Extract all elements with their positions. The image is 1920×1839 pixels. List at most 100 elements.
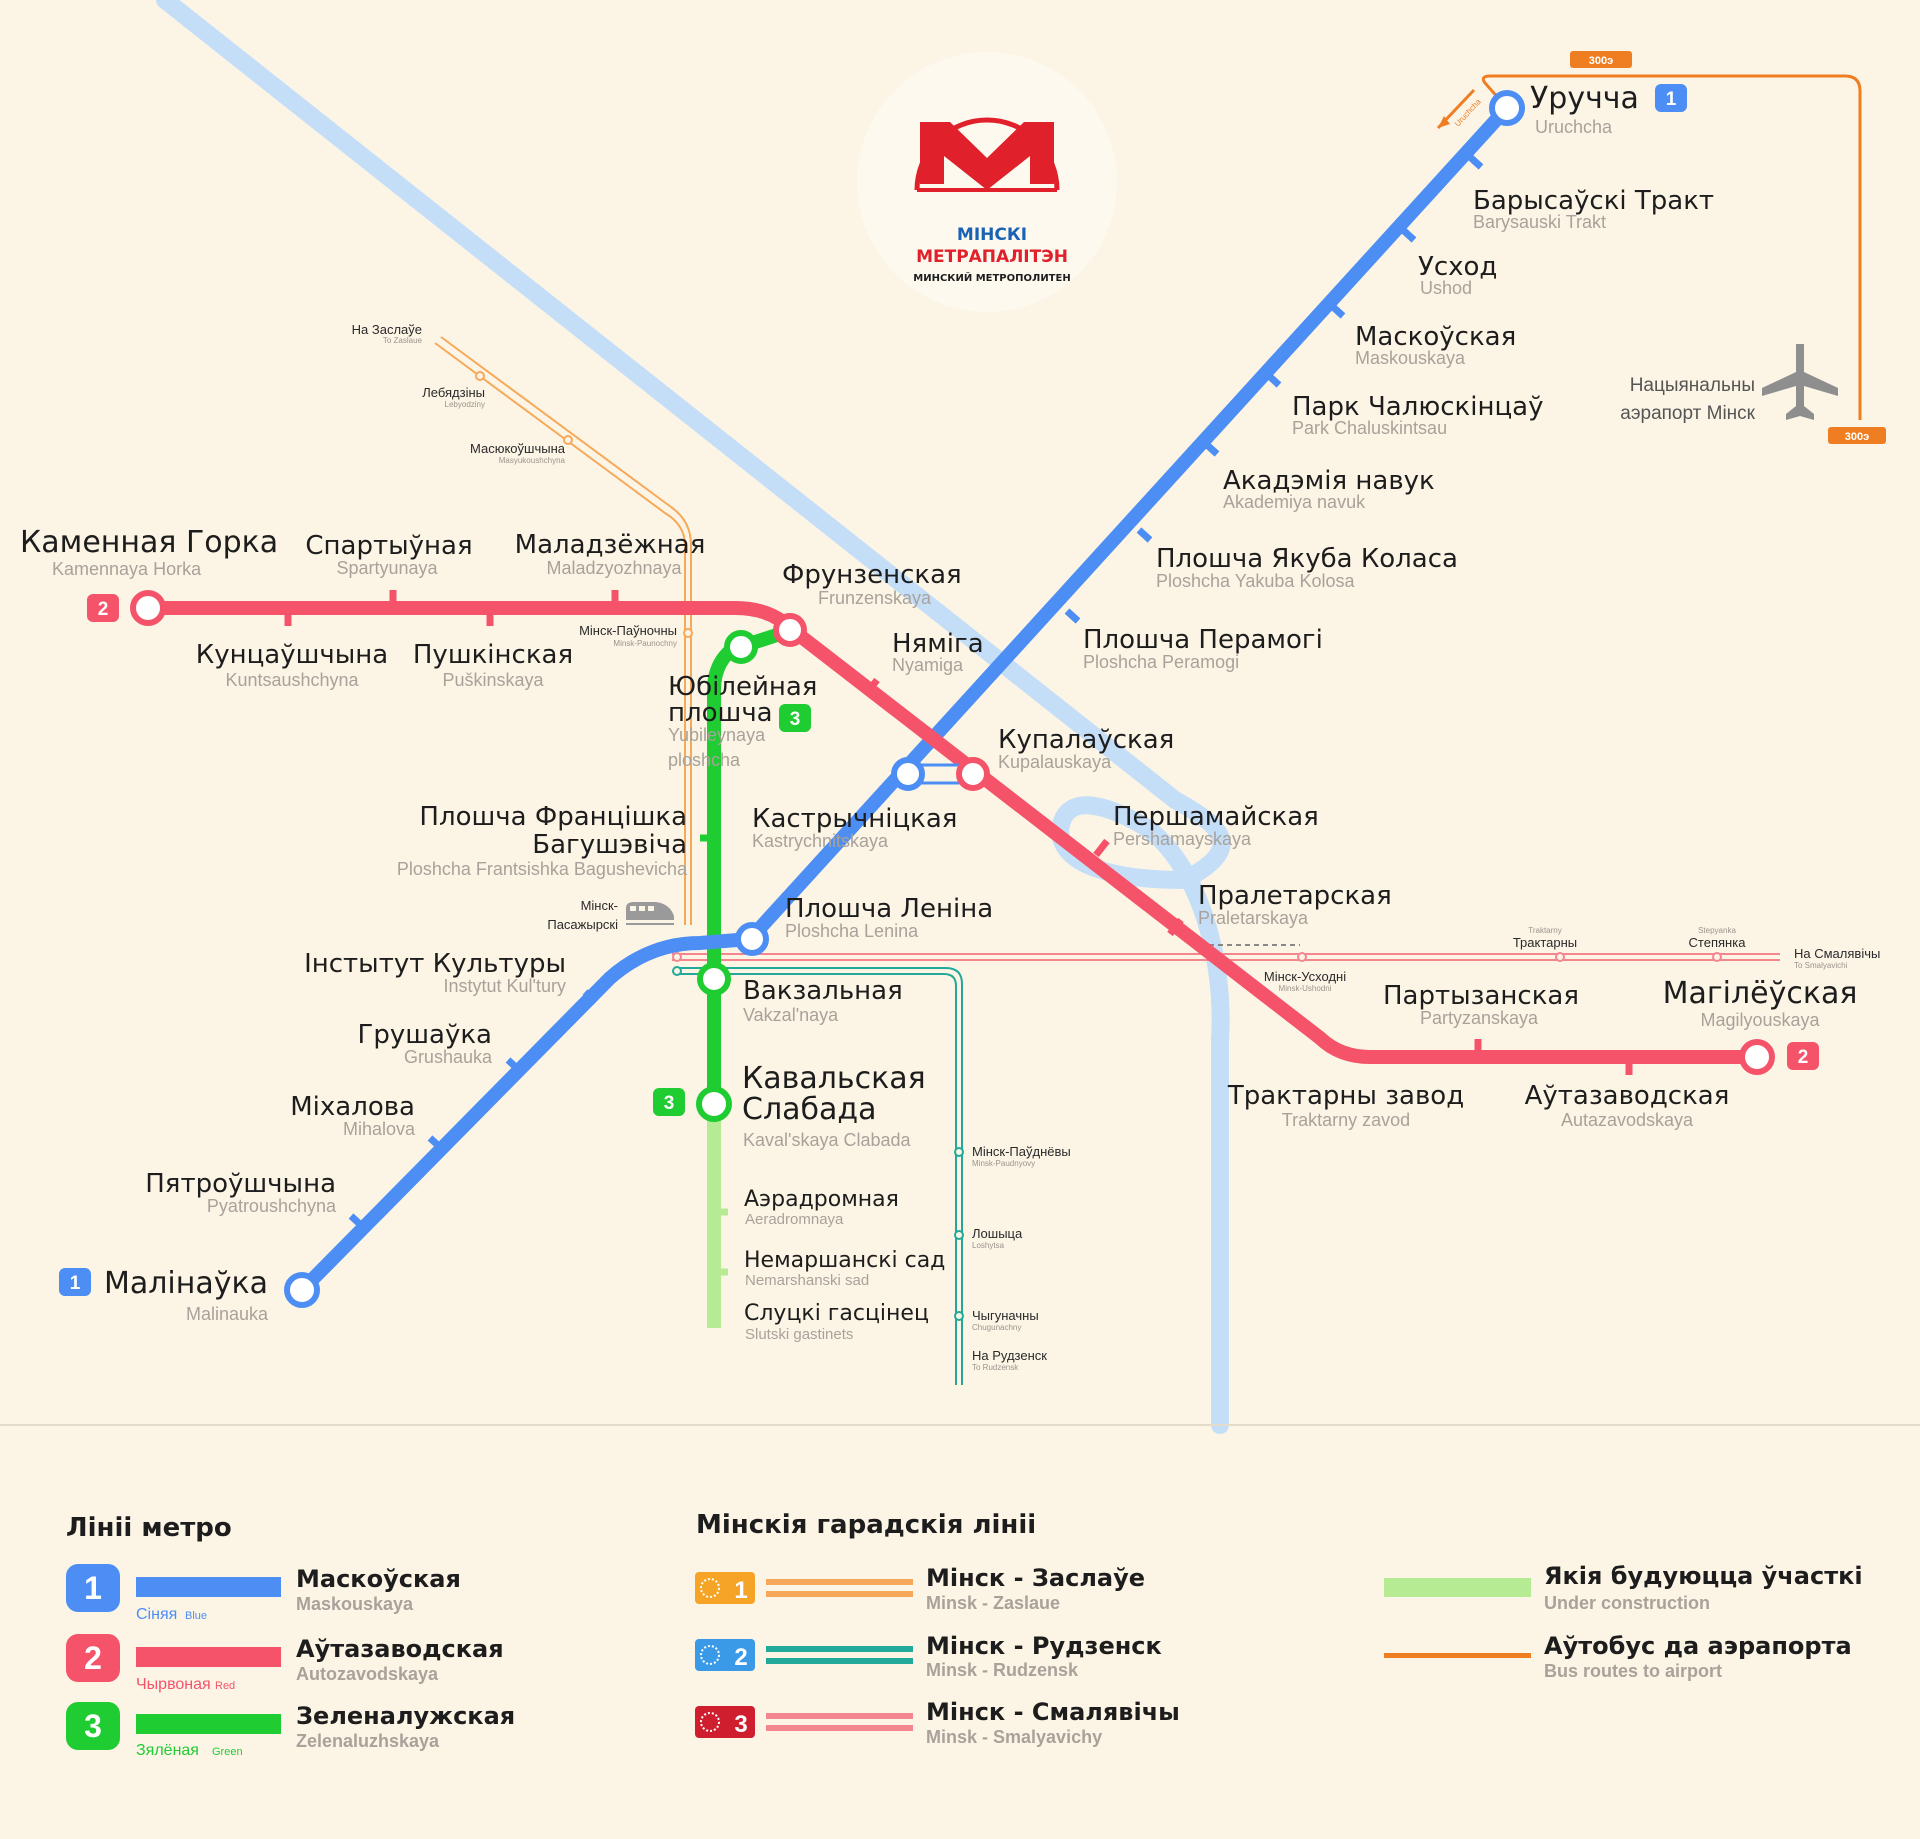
rail-stop-paunochny: Мінск-Паўночны Minsk-Paunochny <box>579 623 677 648</box>
svg-text:Uruchcha: Uruchcha <box>1535 117 1613 137</box>
svg-text:Плошча Перамогі: Плошча Перамогі <box>1083 625 1323 655</box>
station-circle-frunzenskaya[interactable] <box>773 613 807 647</box>
station-kastrychnitskaya[interactable]: Кастрычніцкая Kastrychnitskaya <box>752 804 957 851</box>
station-praletarskaya[interactable]: Пралетарская Praletarskaya <box>1198 881 1392 928</box>
station-pyatroushchyna[interactable]: Пятроўшчына Pyatroushchyna <box>145 1169 337 1216</box>
station-yakuba[interactable]: Плошча Якуба Коласа Ploshcha Yakuba Kolo… <box>1156 544 1458 591</box>
svg-text:Барысаўскі Тракт: Барысаўскі Тракт <box>1473 186 1714 216</box>
svg-text:Маладзёжная: Маладзёжная <box>515 530 706 560</box>
svg-text:Першамайская: Першамайская <box>1113 802 1319 832</box>
station-circle-kamennaya[interactable] <box>130 590 166 626</box>
svg-text:Маскоўская: Маскоўская <box>1355 322 1516 352</box>
sun-icon <box>700 1578 720 1598</box>
station-yubileynaya[interactable]: Юбілейная плошча Yubileynaya ploshcha <box>668 672 817 770</box>
legend-bus: Аўтобус да аэрапорта Bus routes to airpo… <box>1384 1632 1852 1681</box>
station-magilyouskaya[interactable]: Магілёўская Magilyouskaya <box>1663 976 1858 1030</box>
svg-text:300э: 300э <box>1845 431 1869 443</box>
station-maladzyozhnaya[interactable]: Маладзёжная Maladzyozhnaya <box>515 530 706 578</box>
station-circle-yubileynaya[interactable] <box>724 630 758 664</box>
station-kuntsaushchyna[interactable]: Кунцаўшчына Kuntsaushchyna <box>196 640 388 690</box>
svg-text:Kamennaya Horka: Kamennaya Horka <box>52 559 202 579</box>
station-vakzalnaya[interactable]: Вакзальная Vakzal'naya <box>743 976 903 1025</box>
svg-text:Stepyanka: Stepyanka <box>1698 926 1736 935</box>
station-circle-malinauka[interactable] <box>284 1272 320 1308</box>
station-autazavodskaya[interactable]: Аўтазаводская Autazavodskaya <box>1525 1081 1730 1130</box>
svg-text:1: 1 <box>734 1577 747 1604</box>
station-circle-kavalskaya[interactable] <box>696 1086 732 1122</box>
station-partyzanskaya[interactable]: Партызанская Partyzanskaya <box>1383 981 1579 1028</box>
svg-text:Aeradromnaya: Aeradromnaya <box>745 1211 844 1228</box>
station-frantsishka[interactable]: Плошча Францішка Багушэвіча Ploshcha Fra… <box>397 802 688 879</box>
svg-text:Minsk - Rudzensk: Minsk - Rudzensk <box>926 1660 1079 1680</box>
rail-stop-smalyavichy: На Смалявічы To Smalyavichi <box>1794 946 1880 970</box>
station-kamennaya[interactable]: Каменная Горка Kamennaya Horka <box>20 525 278 579</box>
svg-text:Park Chaluskintsau: Park Chaluskintsau <box>1292 418 1447 438</box>
station-circle-uruchcha[interactable] <box>1489 90 1525 126</box>
svg-text:Autazavodskaya: Autazavodskaya <box>1561 1110 1694 1130</box>
station-circle-kastrychnitskaya[interactable] <box>891 757 925 791</box>
station-malinauka[interactable]: Малінаўка Malinauka <box>104 1266 269 1324</box>
rail-stop-stepyanka: Stepyanka Степянка <box>1689 926 1747 950</box>
svg-text:Spartyunaya: Spartyunaya <box>336 558 438 578</box>
station-circle-vakzalnaya[interactable] <box>697 962 731 996</box>
badge-line2-kamennaya: 2 <box>87 594 119 622</box>
station-circle-kupalauskaya[interactable] <box>956 757 990 791</box>
station-instytut[interactable]: Інстытут Культуры Instytut Kul'tury <box>304 949 566 996</box>
station-frunzenskaya[interactable]: Фрунзенская Frunzenskaya <box>782 560 962 608</box>
station-grushauka[interactable]: Грушаўка Grushauka <box>358 1020 493 1067</box>
station-kavalskaya[interactable]: Кавальская Слабада Kaval'skaya Clabada <box>742 1061 926 1150</box>
station-lenina[interactable]: Плошча Леніна Ploshcha Lenina <box>785 894 993 941</box>
svg-text:Мінск - Рудзенск: Мінск - Рудзенск <box>926 1632 1162 1660</box>
station-circle-lenina[interactable] <box>735 922 769 956</box>
rail-stop-pasazhyrski: Мінск- Пасажырскі <box>547 898 618 932</box>
station-pushkinskaya[interactable]: Пушкінская Puškinskaya <box>413 640 573 690</box>
station-pershamayskaya[interactable]: Першамайская Pershamayskaya <box>1113 802 1319 849</box>
svg-text:Лошыца: Лошыца <box>972 1226 1023 1241</box>
station-akademiya[interactable]: Акадэмія навук Akademiya navuk <box>1223 466 1435 512</box>
station-uruchcha[interactable]: Уручча Uruchcha <box>1530 81 1639 137</box>
svg-text:Minsk-Paunochny: Minsk-Paunochny <box>613 639 677 648</box>
rail-stop-chygunachny: Чыгуначны Chugunachny <box>972 1308 1039 1332</box>
svg-text:3: 3 <box>734 1711 747 1738</box>
svg-text:Ushod: Ushod <box>1420 278 1472 298</box>
rail-stop-traktarny: Traktarny Трактарны <box>1513 926 1577 950</box>
svg-text:Масюкоўшчына: Масюкоўшчына <box>470 441 566 456</box>
station-barysauski[interactable]: Барысаўскі Тракт Barysauski Trakt <box>1473 186 1714 232</box>
rail-stop-rudzensk: На Рудзенск To Rudzensk <box>972 1348 1047 1372</box>
station-park[interactable]: Парк Чалюскінцаў Park Chaluskintsau <box>1292 392 1543 438</box>
svg-text:Ploshcha Peramogi: Ploshcha Peramogi <box>1083 652 1239 672</box>
station-slutski[interactable]: Слуцкі гасцінец Slutski gastinets <box>744 1301 929 1343</box>
station-maskouskaya[interactable]: Маскоўская Maskouskaya <box>1355 322 1516 368</box>
svg-text:Malinauka: Malinauka <box>186 1304 269 1324</box>
station-nemarshanski[interactable]: Немаршанскі сад Nemarshanski sad <box>744 1248 945 1289</box>
station-traktarny[interactable]: Трактарны завод Traktarny zavod <box>1227 1081 1464 1130</box>
svg-text:Вакзальная: Вакзальная <box>743 976 903 1006</box>
svg-text:Magilyouskaya: Magilyouskaya <box>1700 1010 1820 1030</box>
svg-text:Akademiya navuk: Akademiya navuk <box>1223 492 1366 512</box>
legend-future: Якія будуюцца ўчасткі Under construction <box>1384 1562 1863 1613</box>
station-mihalova[interactable]: Міхалова Mihalova <box>290 1092 416 1139</box>
badge-line2-magilyouskaya: 2 <box>1787 1042 1819 1070</box>
svg-text:Партызанская: Партызанская <box>1383 981 1579 1011</box>
station-circle-magilyouskaya[interactable] <box>1739 1039 1775 1075</box>
badge-line3-kavalskaya: 3 <box>653 1088 685 1116</box>
svg-text:Lebyodziny: Lebyodziny <box>445 400 485 409</box>
svg-text:Minsk-Ushodni: Minsk-Ushodni <box>1279 984 1332 993</box>
svg-text:Няміга: Няміга <box>892 629 984 659</box>
svg-text:Каменная Горка: Каменная Горка <box>20 525 278 560</box>
svg-text:Mihalova: Mihalova <box>343 1119 416 1139</box>
svg-text:Фрунзенская: Фрунзенская <box>782 560 962 590</box>
station-aeradromnaya[interactable]: Аэрадромная Aeradromnaya <box>744 1187 899 1228</box>
station-nyamiga[interactable]: Няміга Nyamiga <box>892 629 984 675</box>
station-spartyunaya[interactable]: Спартыўная Spartyunaya <box>305 531 472 578</box>
logo-line2: МЕТРАПАЛІТЭН <box>916 247 1068 267</box>
svg-text:Мінск-Паўночны: Мінск-Паўночны <box>579 623 677 638</box>
svg-text:Грушаўка: Грушаўка <box>358 1020 493 1050</box>
bus-badge-top: 300э <box>1570 51 1632 68</box>
station-uskhod[interactable]: Усход Ushod <box>1418 252 1497 298</box>
svg-text:Мінск-Усходні: Мінск-Усходні <box>1264 969 1346 984</box>
station-kupalauskaya[interactable]: Купалаўская Kupalauskaya <box>998 725 1174 772</box>
svg-text:На Смалявічы: На Смалявічы <box>1794 946 1880 961</box>
svg-text:Kupalauskaya: Kupalauskaya <box>998 752 1112 772</box>
station-peramogi[interactable]: Плошча Перамогі Ploshcha Peramogi <box>1083 625 1323 672</box>
